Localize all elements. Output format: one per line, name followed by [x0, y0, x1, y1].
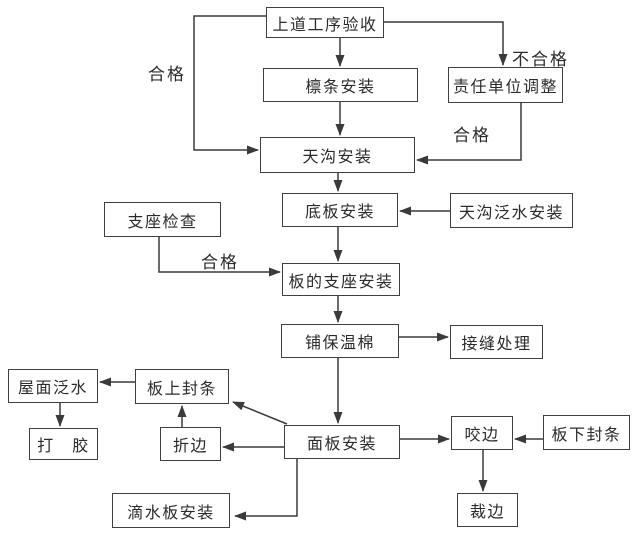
label-qualified-support: 合格 — [201, 253, 239, 272]
edge-unqualified-to-adjustment — [384, 21, 508, 66]
node-label: 板上封条 — [146, 380, 217, 398]
node-support-inspection: 支座检查 — [104, 202, 221, 237]
node-label: 咬边 — [464, 427, 500, 444]
edge-support-inspection-to-plate-support — [158, 237, 281, 277]
node-label: 板的支座安装 — [288, 273, 394, 291]
node-label: 檩条安装 — [305, 79, 376, 96]
label-unqualified: 不合格 — [512, 50, 569, 69]
node-label: 天沟泛水安装 — [458, 204, 564, 222]
node-label: 滴水板安装 — [127, 504, 215, 522]
node-label: 屋面泛水 — [17, 380, 88, 397]
node-label: 铺保温棉 — [304, 335, 375, 352]
edge-panel-to-drip-plate — [234, 459, 298, 521]
node-label: 底板安装 — [304, 204, 375, 221]
node-label: 折边 — [172, 438, 208, 455]
node-seal-strip-below-plate: 板下封条 — [543, 415, 630, 450]
node-seal-strip-above-plate: 板上封条 — [135, 369, 229, 404]
node-label: 接缝处理 — [461, 336, 532, 353]
node-drip-plate-installation: 滴水板安装 — [112, 493, 230, 528]
node-bottom-plate-installation: 底板安装 — [282, 193, 398, 227]
node-label: 面板安装 — [306, 436, 377, 453]
node-label: 天沟安装 — [302, 149, 373, 166]
node-edge-seaming: 咬边 — [451, 416, 513, 450]
node-label: 责任单位调整 — [452, 79, 558, 96]
node-label: 板下封条 — [551, 426, 622, 444]
node-gutter-flashing-installation: 天沟泛水安装 — [450, 193, 573, 228]
node-joint-treatment: 接缝处理 — [450, 325, 543, 359]
node-panel-installation: 面板安装 — [284, 425, 400, 459]
node-label: 支座检查 — [127, 213, 198, 231]
node-edge-folding: 折边 — [160, 427, 221, 461]
node-insulation-cotton-laying: 铺保温棉 — [281, 324, 399, 358]
node-plate-support-installation: 板的支座安装 — [282, 263, 400, 296]
node-label: 打 胶 — [37, 438, 90, 455]
node-label: 上道工序验收 — [272, 16, 378, 34]
edge-adjustment-to-gutter — [416, 103, 522, 165]
node-gutter-installation: 天沟安装 — [260, 137, 415, 173]
node-roof-flashing: 屋面泛水 — [8, 369, 98, 403]
node-previous-process-acceptance: 上道工序验收 — [266, 7, 384, 38]
node-purlin-installation: 檩条安装 — [263, 68, 418, 102]
label-qualified-left: 合格 — [148, 65, 186, 84]
edge-qualified-to-gutter — [193, 15, 266, 155]
node-responsible-unit-adjustment: 责任单位调整 — [448, 67, 563, 103]
node-edge-trimming: 裁边 — [457, 493, 518, 527]
node-label: 裁边 — [469, 504, 505, 521]
label-qualified-after-adjustment: 合格 — [453, 126, 491, 145]
node-glue-application: 打 胶 — [29, 428, 98, 460]
edge-panel-to-upper-seal — [232, 401, 288, 425]
